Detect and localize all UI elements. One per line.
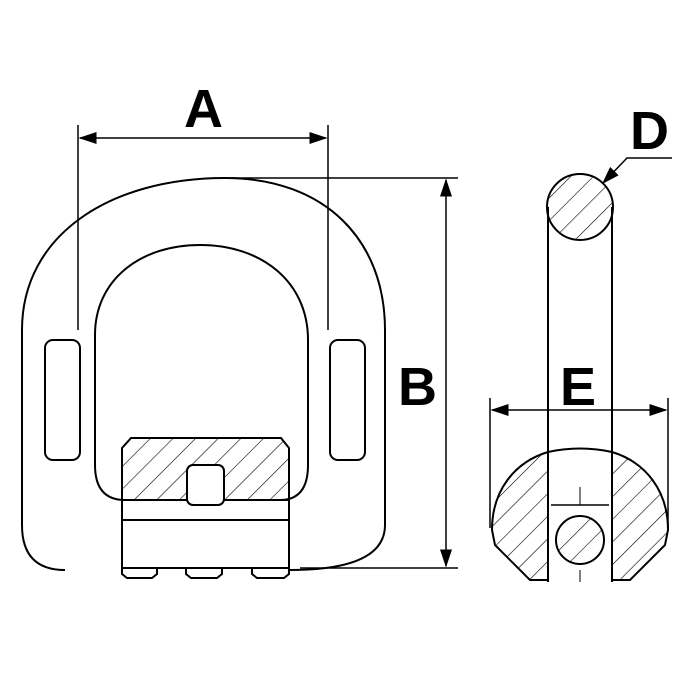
dimension-d-leader — [601, 157, 672, 185]
pin-section-circle — [555, 515, 605, 565]
foot — [121, 568, 158, 579]
base-block — [121, 499, 290, 569]
ring-outer — [21, 176, 386, 571]
bottom-section-right — [611, 450, 670, 581]
foot — [251, 568, 290, 579]
dimension-d-label: D — [630, 101, 669, 161]
bottom-section-left — [490, 450, 549, 581]
right-slot — [329, 339, 366, 461]
dimension-a-label: A — [184, 79, 223, 139]
center-square — [186, 464, 225, 506]
left-slot — [44, 339, 81, 461]
top-section-circle — [546, 173, 614, 241]
foot — [185, 568, 223, 579]
ring-inner — [94, 243, 309, 501]
dimension-b-label: B — [398, 357, 437, 417]
dimension-e-label: E — [560, 357, 597, 417]
bottom-section-top-arc — [547, 447, 613, 453]
